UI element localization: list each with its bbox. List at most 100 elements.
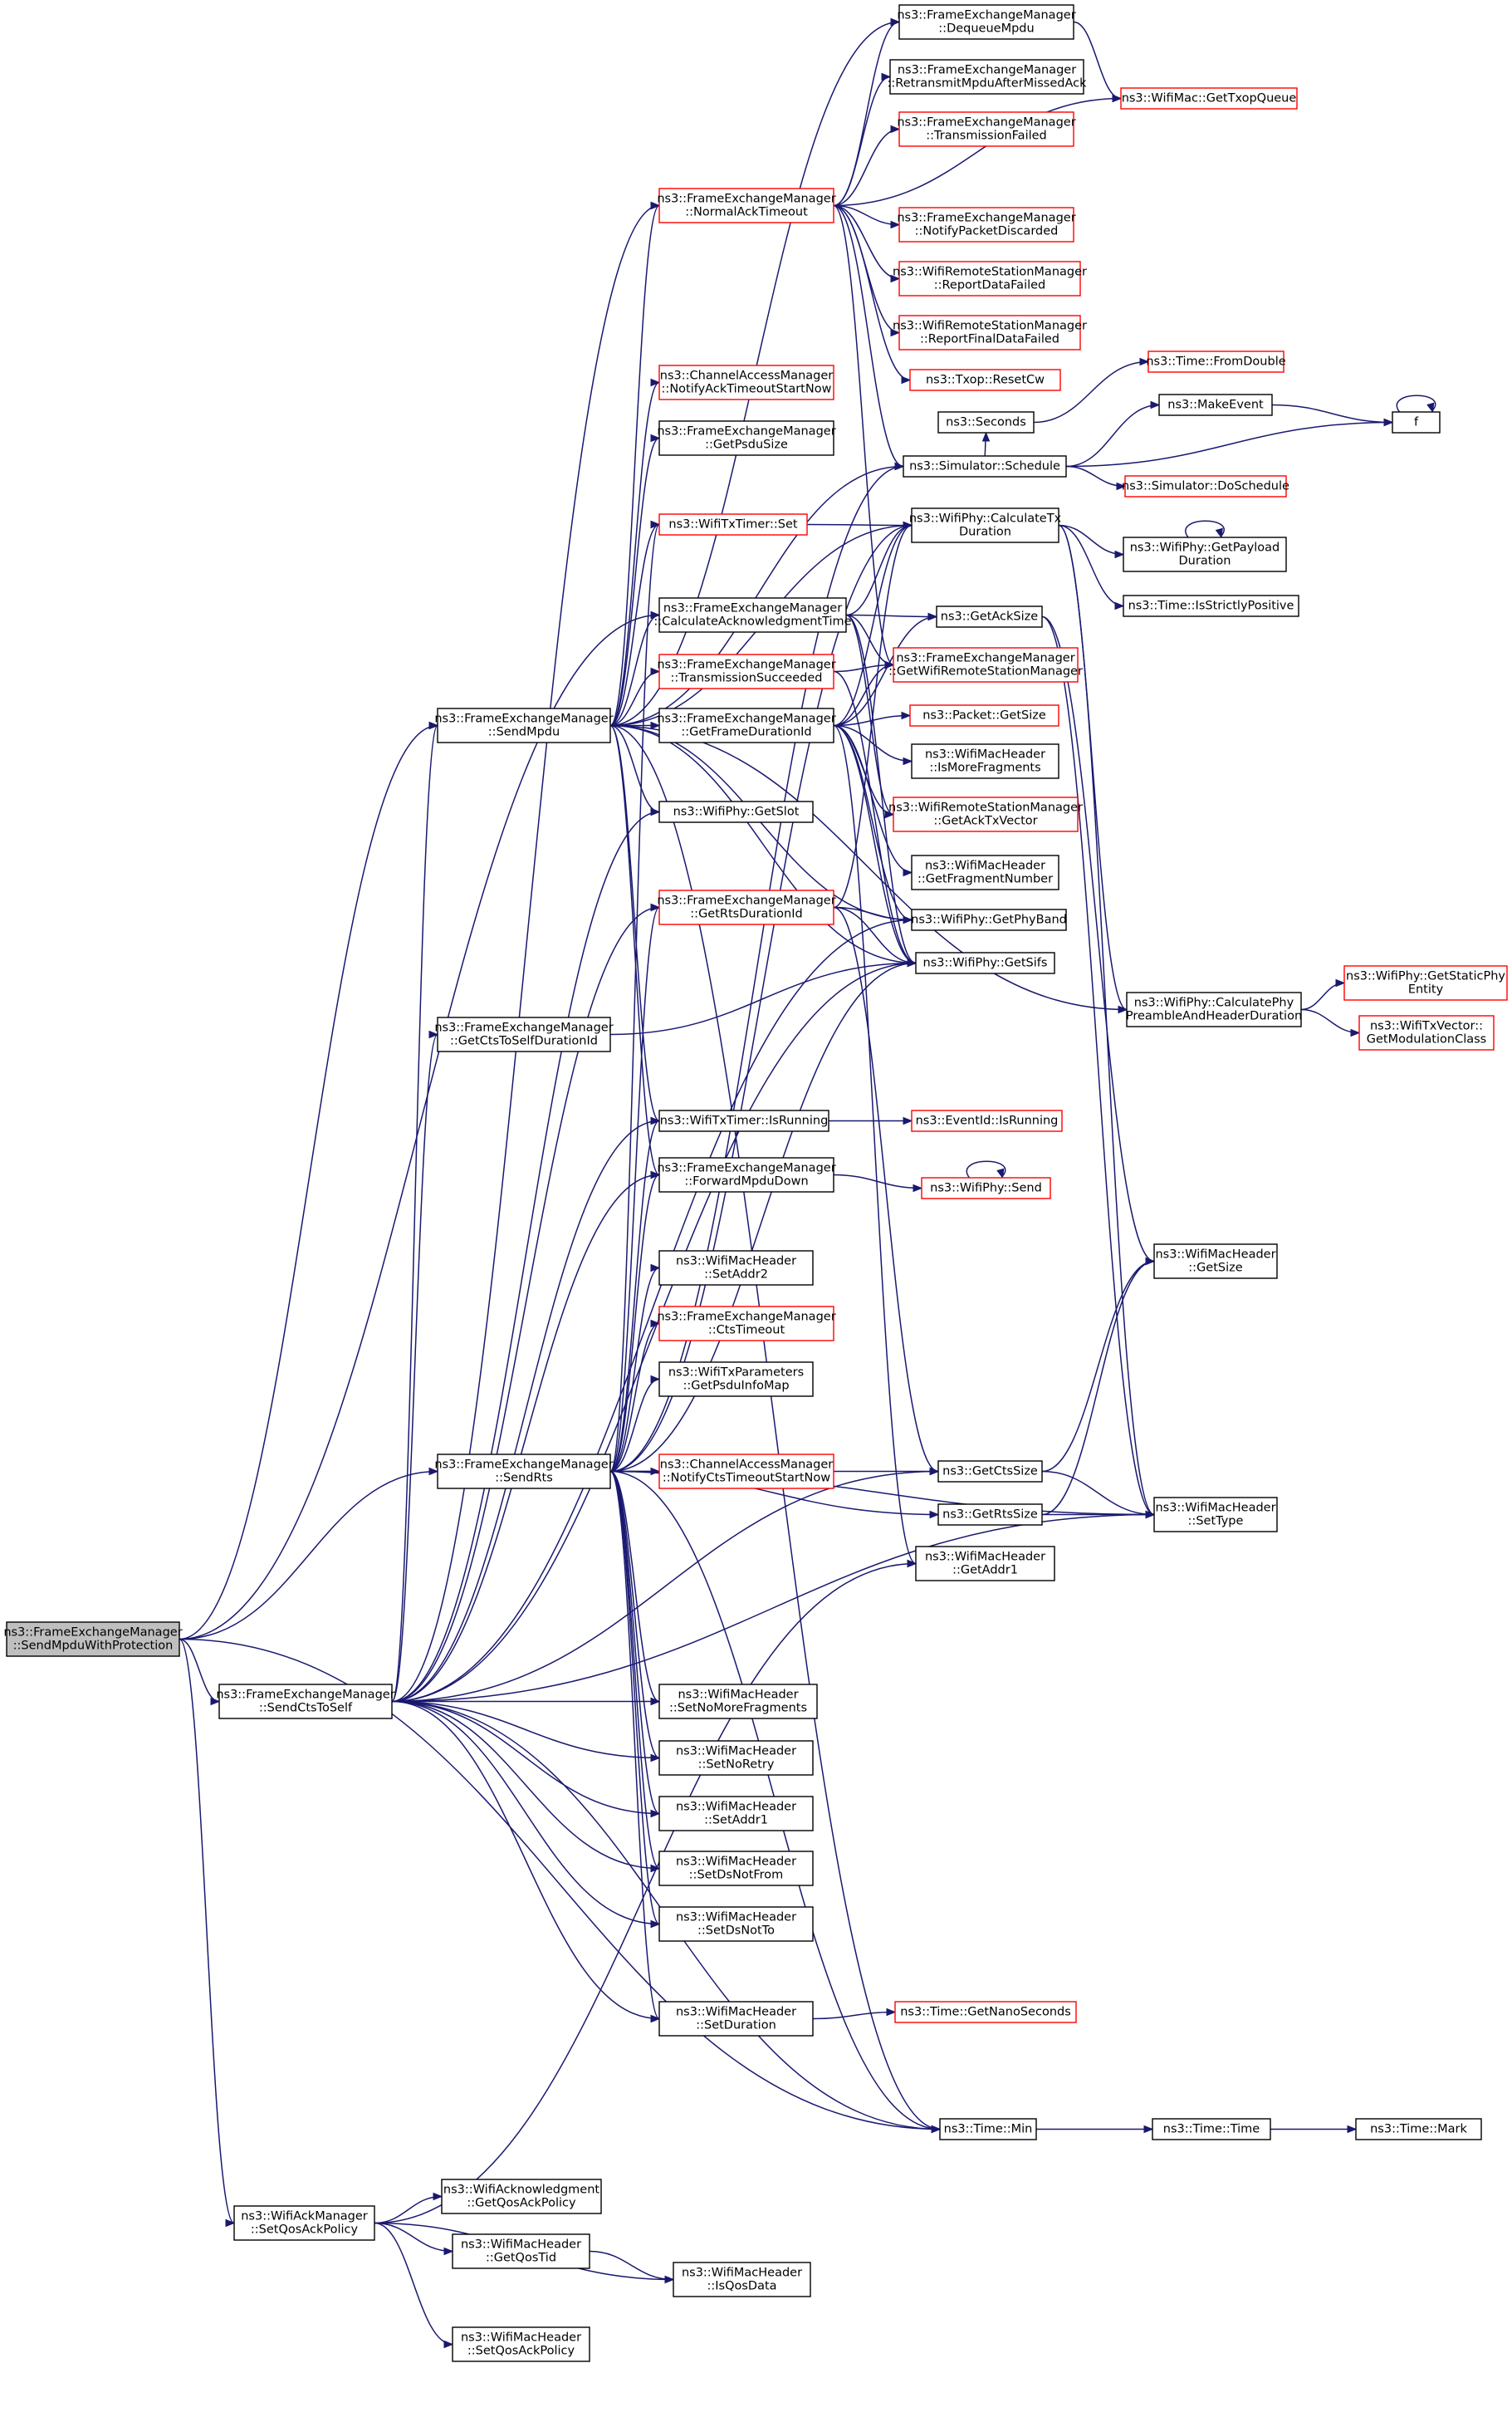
node-notify-cts-timeout[interactable]: ns3::ChannelAccessManager::NotifyCtsTime… — [658, 1454, 834, 1489]
node-get-cts-to-self-dur[interactable]: ns3::FrameExchangeManager::GetCtsToSelfD… — [434, 1017, 614, 1052]
node-set-no-retry[interactable]: ns3::WifiMacHeader::SetNoRetry — [658, 1740, 814, 1776]
edge-get-frame-dur-to-get-ack-tx-vector — [833, 724, 895, 819]
node-set-ds-not-from[interactable]: ns3::WifiMacHeader::SetDsNotFrom — [658, 1851, 814, 1886]
node-set-qos-ack-policy[interactable]: ns3::WifiAckManager::SetQosAckPolicy — [233, 2205, 375, 2241]
node-label: ns3::WifiMacHeader — [682, 2267, 802, 2280]
node-label: Duration — [959, 526, 1011, 539]
node-report-data-failed[interactable]: ns3::WifiRemoteStationManager::ReportDat… — [893, 261, 1087, 297]
node-get-ack-tx-vector[interactable]: ns3::WifiRemoteStationManager::GetAckTxV… — [888, 797, 1083, 832]
node-is-more-frag[interactable]: ns3::WifiMacHeader::IsMoreFragments — [911, 743, 1059, 779]
node-notify-discarded[interactable]: ns3::FrameExchangeManager::NotifyPacketD… — [897, 207, 1076, 243]
node-box — [1153, 1497, 1278, 1532]
node-get-frame-dur[interactable]: ns3::FrameExchangeManager::GetFrameDurat… — [657, 708, 836, 743]
node-time-mark[interactable]: ns3::Time::Mark — [1355, 2118, 1482, 2140]
node-box — [898, 4, 1074, 40]
edge-send-rts-to-set-no-retry — [609, 1470, 661, 1762]
node-get-ack-size[interactable]: ns3::GetAckSize — [936, 605, 1043, 628]
node-box — [1355, 2118, 1482, 2140]
node-get-rts-size[interactable]: ns3::GetRtsSize — [937, 1503, 1043, 1526]
node-schedule[interactable]: ns3::Simulator::Schedule — [903, 455, 1067, 478]
nodes-layer: ns3::FrameExchangeManager::SendMpduWithP… — [3, 4, 1508, 2362]
edge-send-cts-to-self-to-set-ds-not-to — [391, 1700, 661, 1929]
edge-normal-ack-timeout-to-dequeue-mpdu — [833, 17, 901, 207]
node-tx-failed[interactable]: ns3::FrameExchangeManager::TransmissionF… — [897, 111, 1076, 147]
node-get-qos-tid[interactable]: ns3::WifiMacHeader::GetQosTid — [452, 2233, 590, 2269]
node-time-time[interactable]: ns3::Time::Time — [1152, 2118, 1271, 2140]
node-get-phy-band[interactable]: ns3::WifiPhy::GetPhyBand — [911, 909, 1067, 931]
node-get-txop-queue[interactable]: ns3::WifiMac::GetTxopQueue — [1120, 87, 1298, 110]
node-time-min[interactable]: ns3::Time::Min — [939, 2118, 1037, 2140]
edge-normal-ack-timeout-to-retransmit — [833, 72, 892, 207]
node-get-rts-dur[interactable]: ns3::FrameExchangeManager::GetRtsDuratio… — [657, 890, 836, 925]
node-get-slot[interactable]: ns3::WifiPhy::GetSlot — [658, 801, 814, 823]
node-get-frag-num[interactable]: ns3::WifiMacHeader::GetFragmentNumber — [911, 855, 1059, 890]
node-get-wrsm[interactable]: ns3::FrameExchangeManager::GetWifiRemote… — [888, 647, 1083, 683]
node-normal-ack-timeout[interactable]: ns3::FrameExchangeManager::NormalAckTime… — [657, 188, 836, 223]
node-forward-mpdu[interactable]: ns3::FrameExchangeManager::ForwardMpduDo… — [657, 1157, 836, 1193]
node-packet-get-size[interactable]: ns3::Packet::GetSize — [909, 704, 1059, 727]
node-box — [658, 1361, 814, 1397]
node-get-psdu-size[interactable]: ns3::FrameExchangeManager::GetPsduSize — [657, 420, 836, 456]
node-timer-running[interactable]: ns3::WifiTxTimer::IsRunning — [658, 1110, 829, 1132]
node-send-cts-to-self[interactable]: ns3::FrameExchangeManager::SendCtsToSelf — [216, 1684, 395, 1719]
node-label: ns3::FrameExchangeManager — [897, 212, 1075, 225]
node-label: ::ForwardMpduDown — [684, 1175, 808, 1189]
node-calc-preamble[interactable]: ns3::WifiPhy::CalculatePhyPreambleAndHea… — [1126, 992, 1302, 1027]
node-send-rts[interactable]: ns3::FrameExchangeManager::SendRts — [434, 1454, 614, 1489]
node-notify-ack-timeout[interactable]: ns3::ChannelAccessManager::NotifyAckTime… — [658, 365, 834, 400]
node-box — [893, 647, 1079, 683]
node-send-mpdu[interactable]: ns3::FrameExchangeManager::SendMpdu — [434, 708, 614, 743]
node-box — [658, 1306, 834, 1341]
node-timer-set[interactable]: ns3::WifiTxTimer::Set — [658, 513, 808, 536]
node-is-qos-data[interactable]: ns3::WifiMacHeader::IsQosData — [673, 2262, 811, 2297]
edge-get-rts-dur-to-get-sifs — [833, 906, 917, 968]
node-set-type[interactable]: ns3::WifiMacHeader::SetType — [1153, 1497, 1278, 1532]
node-calc-ack-time[interactable]: ns3::FrameExchangeManager::CalculateAckn… — [653, 597, 852, 633]
node-event-is-running[interactable]: ns3::EventId::IsRunning — [911, 1110, 1063, 1132]
edge-send-mpdu-to-calc-ack-time — [609, 610, 661, 727]
node-box — [658, 1684, 818, 1719]
node-get-qos-ack-policy[interactable]: ns3::WifiAcknowledgment::GetQosAckPolicy — [441, 2179, 602, 2214]
node-label: ::NotifyPacketDiscarded — [915, 225, 1059, 238]
node-get-sifs[interactable]: ns3::WifiPhy::GetSifs — [915, 952, 1055, 974]
node-get-nano-seconds[interactable]: ns3::Time::GetNanoSeconds — [894, 2001, 1077, 2023]
node-label: ns3::WifiMacHeader — [925, 748, 1045, 762]
node-tx-succeeded[interactable]: ns3::FrameExchangeManager::TransmissionS… — [657, 654, 836, 689]
node-label: ns3::FrameExchangeManager — [3, 1626, 182, 1640]
node-get-addr1[interactable]: ns3::WifiMacHeader::GetAddr1 — [915, 1546, 1055, 1581]
node-box — [937, 411, 1035, 434]
node-set-duration[interactable]: ns3::WifiMacHeader::SetDuration — [658, 2001, 814, 2037]
node-seconds[interactable]: ns3::Seconds — [937, 411, 1035, 434]
node-get-mod-class[interactable]: ns3::WifiTxVector::GetModulationClass — [1358, 1015, 1495, 1051]
node-do-schedule[interactable]: ns3::Simulator::DoSchedule — [1122, 475, 1289, 498]
edge-send-cts-to-self-to-set-type — [391, 1510, 1156, 1703]
node-make-event[interactable]: ns3::MakeEvent — [1158, 394, 1273, 416]
node-report-final-failed[interactable]: ns3::WifiRemoteStationManager::ReportFin… — [893, 315, 1087, 351]
node-label: ::NormalAckTimeout — [685, 206, 808, 219]
node-set-addr1[interactable]: ns3::WifiMacHeader::SetAddr1 — [658, 1796, 814, 1831]
edge-set-qos-ack-policy-to-get-qos-tid — [374, 2222, 454, 2256]
node-set-no-more-frag[interactable]: ns3::WifiMacHeader::SetNoMoreFragments — [658, 1684, 818, 1719]
node-phy-send[interactable]: ns3::WifiPhy::Send — [921, 1177, 1051, 1199]
node-set-ds-not-to[interactable]: ns3::WifiMacHeader::SetDsNotTo — [658, 1906, 814, 1942]
node-reset-cw[interactable]: ns3::Txop::ResetCw — [909, 369, 1061, 391]
node-root[interactable]: ns3::FrameExchangeManager::SendMpduWithP… — [3, 1621, 183, 1657]
node-get-psdu-info-map[interactable]: ns3::WifiTxParameters::GetPsduInfoMap — [658, 1361, 814, 1397]
node-cts-timeout[interactable]: ns3::FrameExchangeManager::CtsTimeout — [657, 1306, 836, 1341]
node-from-double[interactable]: ns3::Time::FromDouble — [1146, 351, 1286, 373]
node-label: ::SendMpdu — [488, 726, 560, 739]
node-label: ::GetPsduSize — [705, 439, 788, 452]
edge-get-frame-dur-to-get-addr1 — [833, 724, 917, 1568]
node-retransmit[interactable]: ns3::FrameExchangeManager::RetransmitMpd… — [888, 59, 1088, 95]
node-set-qos-ack-policy2[interactable]: ns3::WifiMacHeader::SetQosAckPolicy — [452, 2326, 590, 2362]
node-mac-hdr-get-size[interactable]: ns3::WifiMacHeader::GetSize — [1153, 1243, 1278, 1279]
node-f[interactable]: f — [1392, 411, 1441, 434]
node-get-cts-size[interactable]: ns3::GetCtsSize — [937, 1460, 1043, 1483]
node-set-addr2[interactable]: ns3::WifiMacHeader::SetAddr2 — [658, 1250, 814, 1286]
node-is-strictly-positive[interactable]: ns3::Time::IsStrictlyPositive — [1123, 595, 1299, 617]
node-dequeue-mpdu[interactable]: ns3::FrameExchangeManager::DequeueMpdu — [897, 4, 1076, 40]
node-box — [937, 1460, 1043, 1483]
